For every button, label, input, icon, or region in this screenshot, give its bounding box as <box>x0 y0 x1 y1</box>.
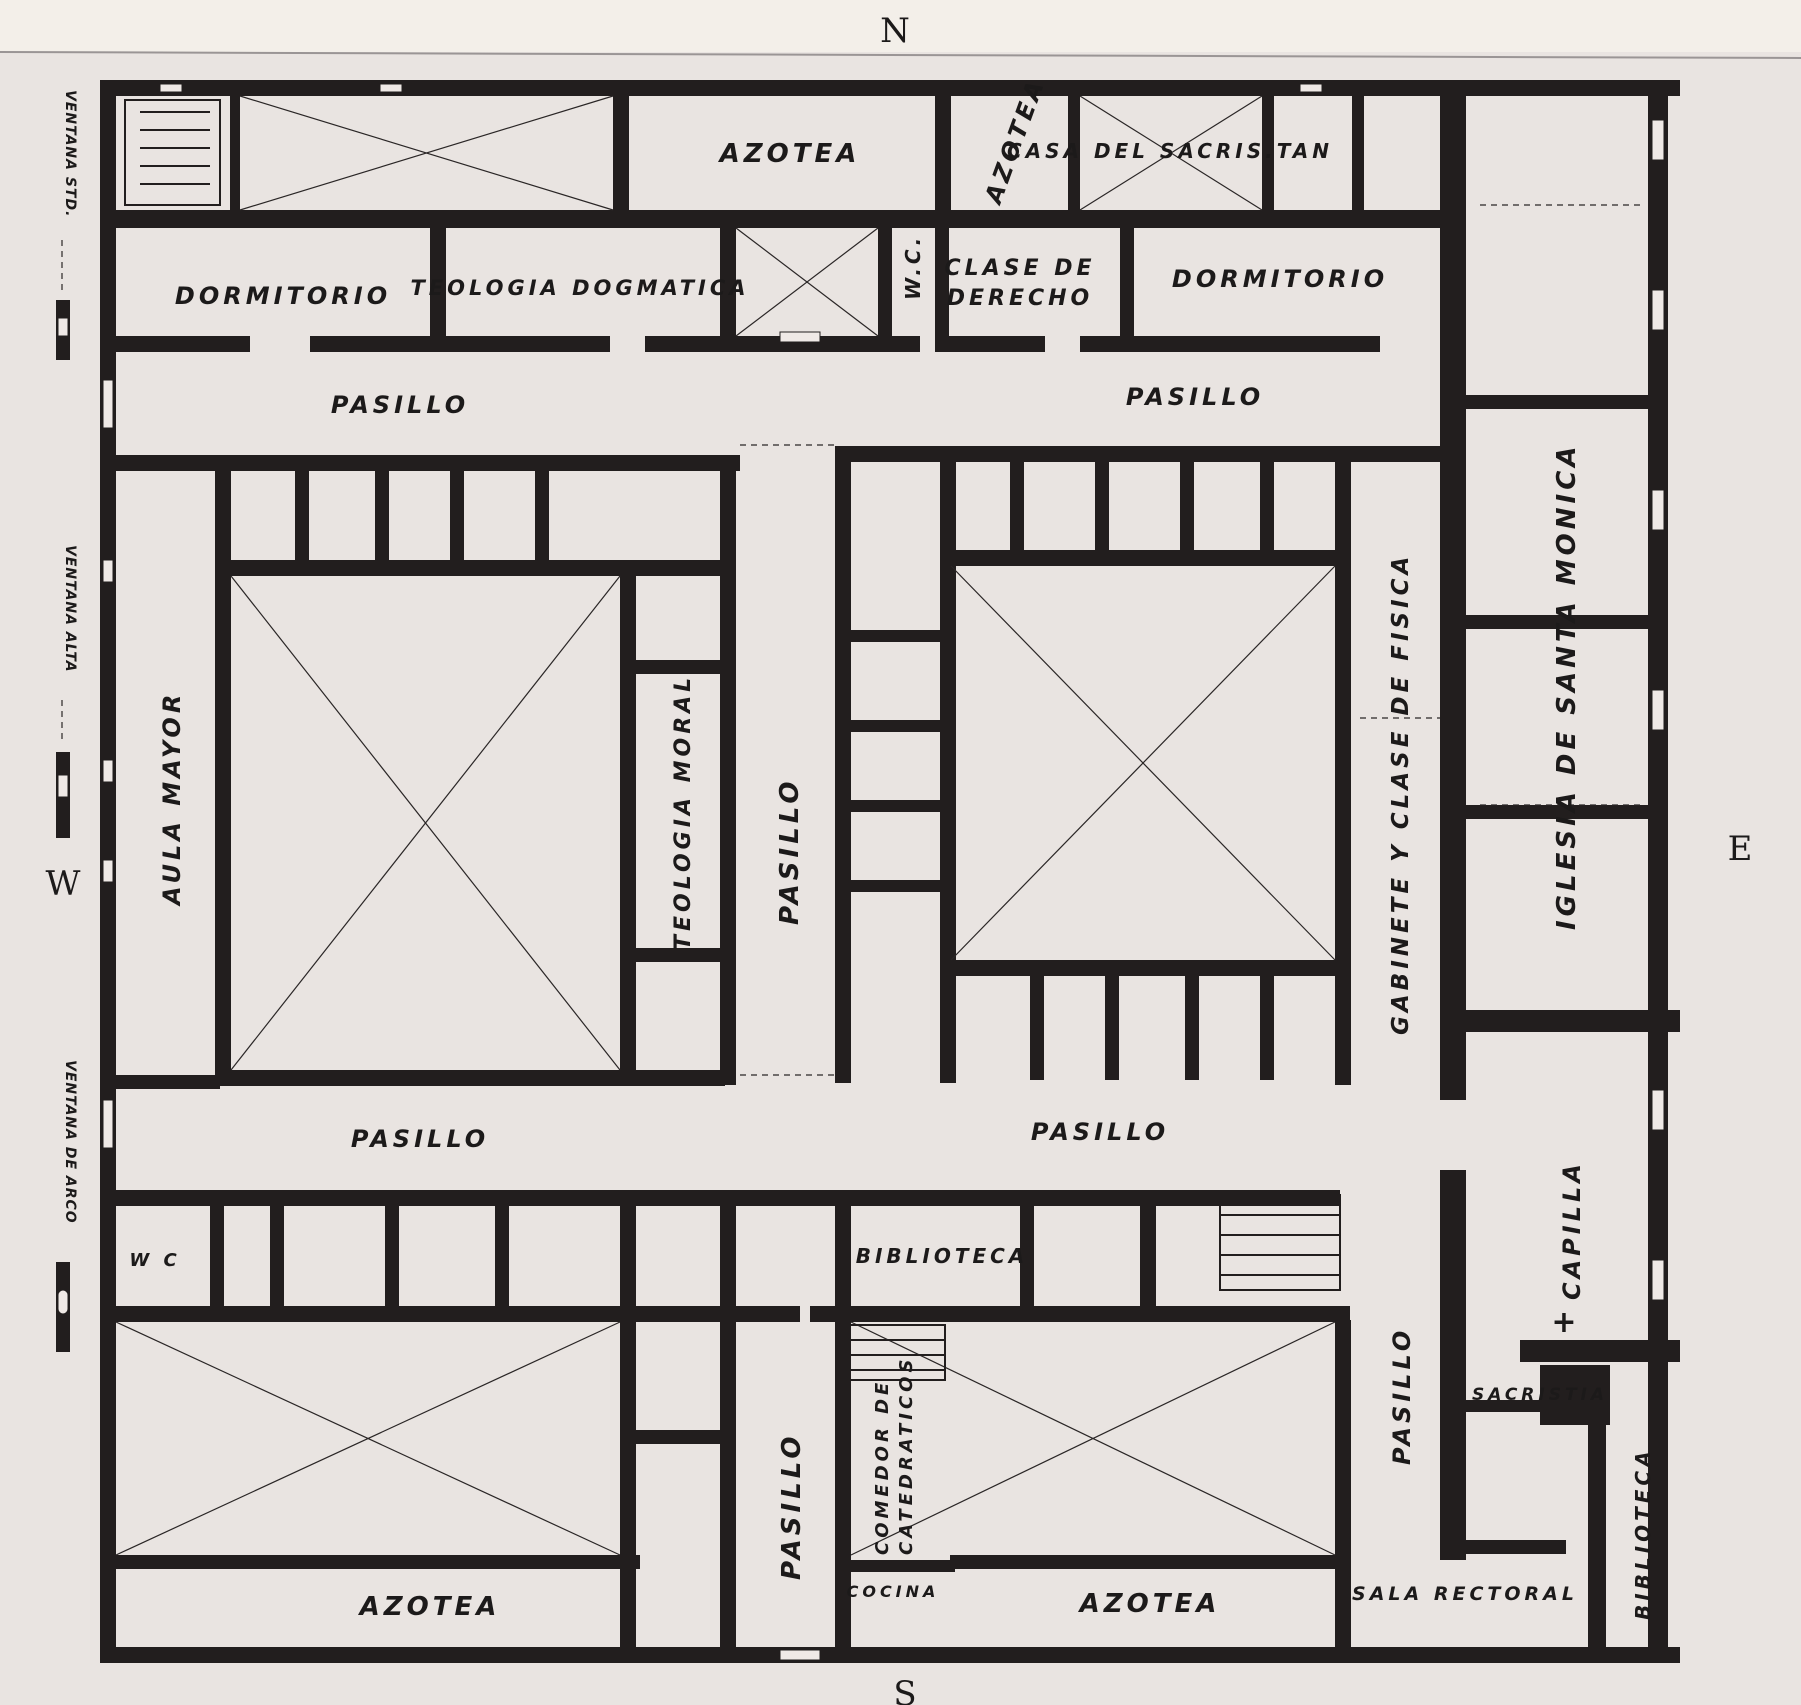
dashed-lines <box>740 204 1640 1076</box>
compass-west: W <box>46 864 81 904</box>
label-cocina: COCINA <box>847 1582 940 1601</box>
label-teologia-moral: TEOLOGIA MORAL <box>671 674 696 950</box>
legend-high-window <box>57 774 69 798</box>
label-biblioteca-east: BIBLIOTECA <box>1631 1447 1655 1620</box>
label-capilla: CAPILLA <box>1558 1160 1586 1300</box>
label-pasillo-ne: PASILLO <box>1126 383 1264 411</box>
label-gabinete-fisica: GABINETE Y CLASE DE FISICA <box>1388 553 1414 1035</box>
compass-south: S <box>893 1674 916 1705</box>
window-marks <box>102 83 1665 1661</box>
label-iglesia-santa-monica: IGLESIA DE SANTA MONICA <box>1552 443 1582 930</box>
plan-walls <box>100 80 1680 1663</box>
label-pasillo-south: PASILLO <box>777 1432 807 1580</box>
label-azotea-sw: AZOTEA <box>358 1592 501 1622</box>
label-dormitorio-east: DORMITORIO <box>1172 265 1388 293</box>
label-sacristia: SACRISTIA <box>1472 1385 1608 1405</box>
room-labels: AZOTEA AZOTEA CASA DEL SACRIS.TAN DORMIT… <box>129 74 1655 1622</box>
compass-east: E <box>1728 829 1753 869</box>
label-clase-derecho-1: CLASE DE <box>944 256 1095 281</box>
label-pasillo-nw: PASILLO <box>331 391 469 419</box>
label-biblioteca-center: BIBLIOTECA <box>856 1244 1029 1268</box>
label-dormitorio-west: DORMITORIO <box>175 282 391 310</box>
legend-window-std: VENTANA STD. <box>62 90 78 217</box>
label-comedor-1: COMEDOR DE <box>872 1379 893 1555</box>
paper-fold-line <box>0 51 1801 59</box>
label-sala-rectoral: SALA RECTORAL <box>1352 1583 1578 1605</box>
label-pasillo-center: PASILLO <box>775 777 805 925</box>
legend-std-window <box>57 317 69 337</box>
staircases <box>124 99 1341 1381</box>
label-teologia-dogmatica: TEOLOGIA DOGMATICA <box>410 276 749 300</box>
label-wc-north: W.C. <box>901 234 925 300</box>
label-comedor-2: CATEDRATICOS <box>896 1356 917 1555</box>
label-azotea-north: AZOTEA <box>718 139 861 169</box>
label-pasillo-sw: PASILLO <box>351 1125 489 1153</box>
label-azotea-se: AZOTEA <box>1078 1589 1221 1619</box>
compass-north: N <box>880 11 910 51</box>
label-pasillo-east: PASILLO <box>1388 1327 1416 1465</box>
legend-window-arch: VENTANA DE ARCO <box>62 1060 78 1224</box>
label-pasillo-se: PASILLO <box>1031 1118 1169 1146</box>
paper-top-strip <box>0 0 1801 52</box>
label-wc-south: W C <box>129 1250 180 1271</box>
courtyards <box>115 95 1336 1556</box>
legend-arch-window <box>57 1289 69 1315</box>
label-casa-sacristan: CASA DEL SACRIS.TAN <box>1007 139 1333 163</box>
label-clase-derecho-2: DERECHO <box>947 286 1094 311</box>
chapel-cross-icon: + <box>1551 1305 1580 1340</box>
label-aula-mayor: AULA MAYOR <box>158 691 186 907</box>
legend-window-high: VENTANA ALTA <box>62 545 78 673</box>
